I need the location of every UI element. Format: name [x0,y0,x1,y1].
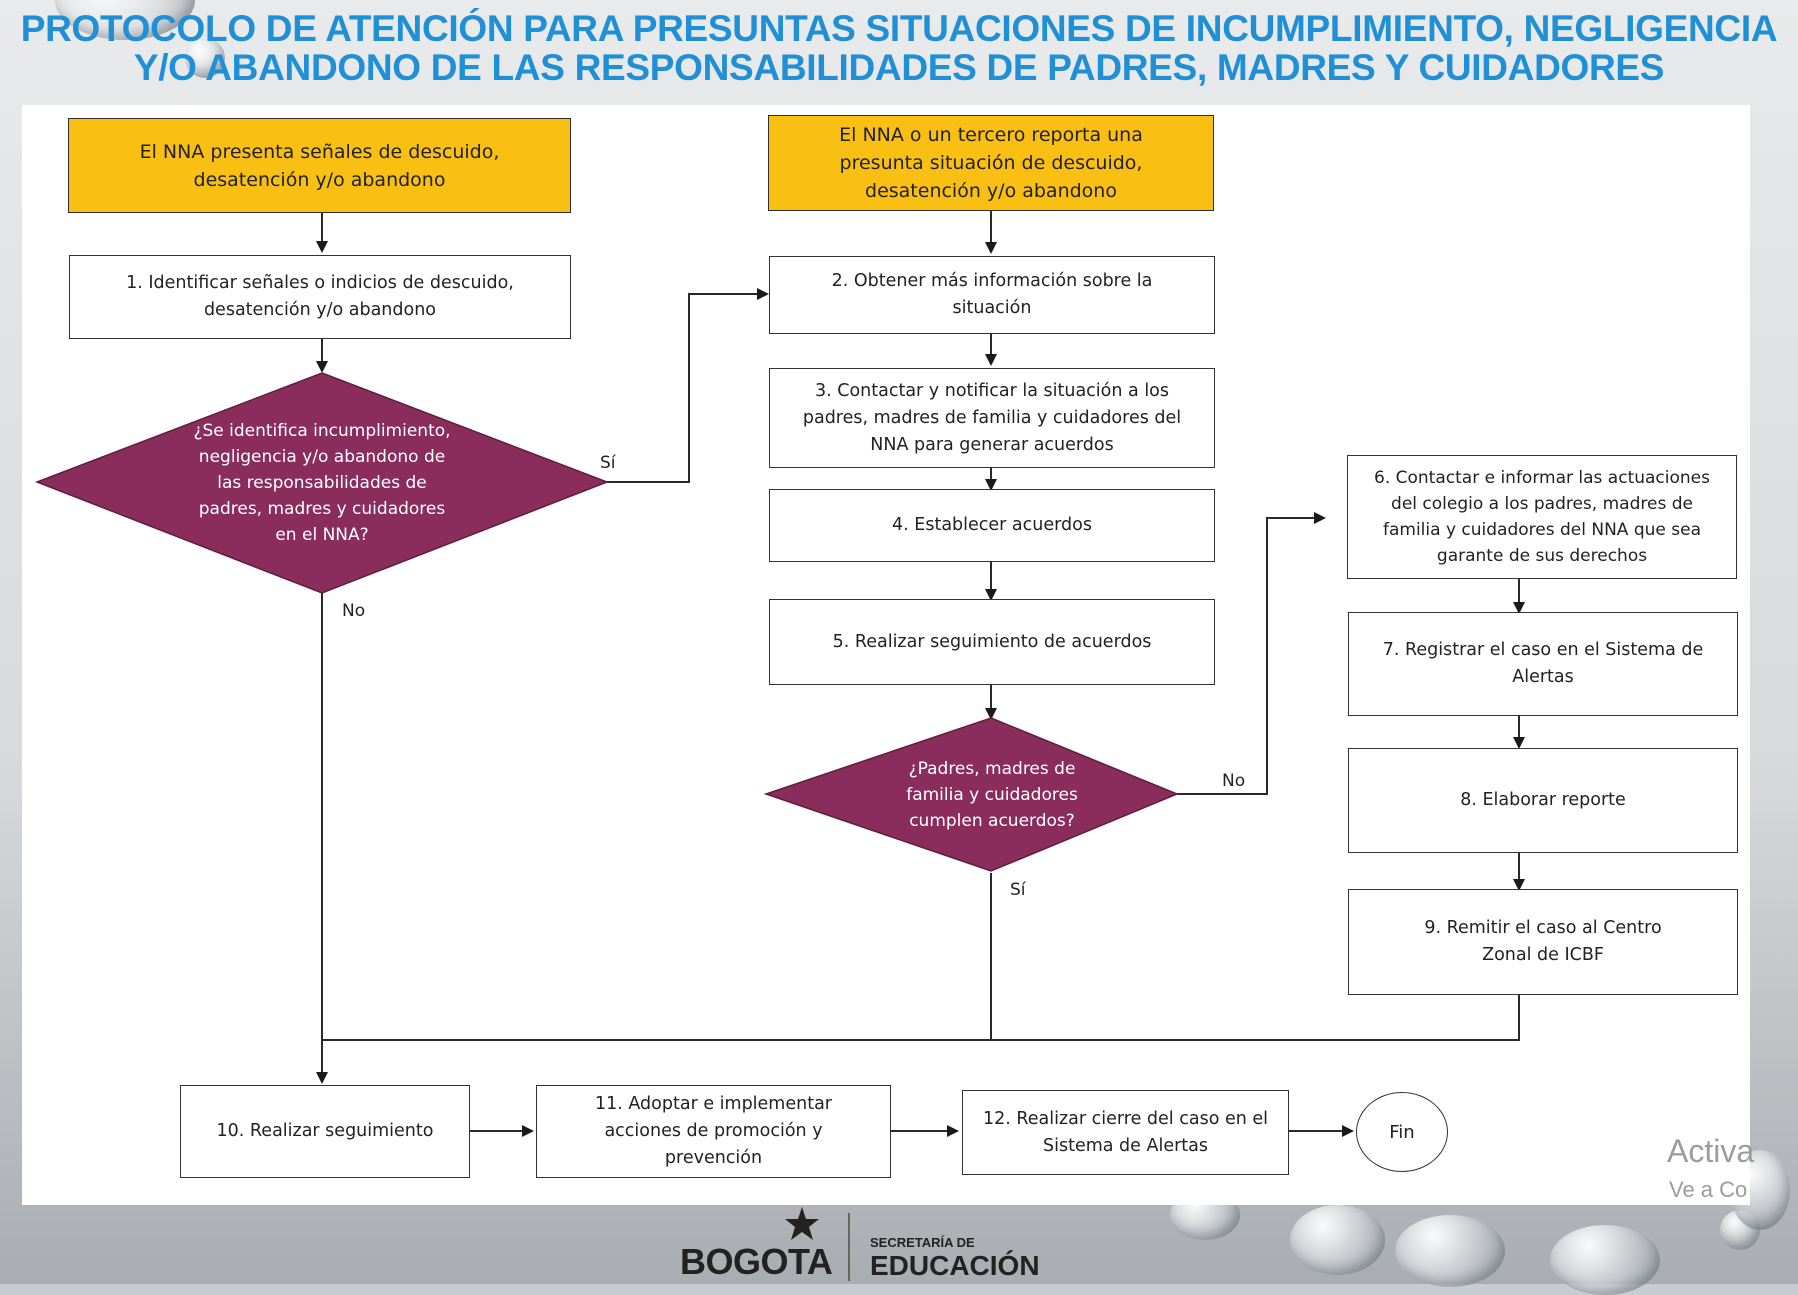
step-1-box: 1. Identificar señales o indicios de des… [69,255,571,339]
bogota-wordmark: BOGOTA [680,1241,833,1282]
step-3-box: 3. Contactar y notificar la situación a … [769,368,1215,468]
label-yes-2: Sí [1010,880,1026,900]
decorative-bubble [1550,1225,1660,1295]
step-10-box: 10. Realizar seguimiento [180,1085,470,1178]
label-no-2: No [1222,771,1246,791]
activation-watermark-line1: Activa [1667,1133,1755,1169]
decision-diamond-2 [763,717,1179,872]
educacion-label: EDUCACIÓN [870,1250,1040,1281]
slide-title-line2: Y/O ABANDONO DE LAS RESPONSABILIDADES DE… [133,47,1665,88]
step-5-box: 5. Realizar seguimiento de acuerdos [769,599,1215,685]
step-2-box: 2. Obtener más información sobre la situ… [769,256,1215,334]
step-11-box: 11. Adoptar e implementar acciones de pr… [536,1085,891,1178]
decorative-bubble [1395,1215,1505,1287]
logo-separator [848,1213,850,1281]
star-logo-icon [785,1207,819,1240]
decision-diamond-1 [34,372,610,594]
label-no-1: No [342,601,366,621]
decorative-bubble [1290,1205,1385,1275]
decision-2-text: ¿Padres, madres de familia y cuidadores … [906,759,1078,831]
start-box-left: El NNA presenta señales de descuido, des… [68,118,571,213]
step-8-box: 8. Elaborar reporte [1348,748,1738,853]
slide-title-line1: PROTOCOLO DE ATENCIÓN PARA PRESUNTAS SIT… [20,8,1778,49]
step-12-box: 12. Realizar cierre del caso en el Siste… [962,1090,1289,1175]
label-yes-1: Sí [600,453,616,473]
bogota-education-logo: BOGOTA SECRETARÍA DE EDUCACIÓN [680,1205,1040,1284]
step-9-box: 9. Remitir el caso al Centro Zonal de IC… [1348,889,1738,995]
end-circle: Fin [1356,1092,1448,1172]
step-7-box: 7. Registrar el caso en el Sistema de Al… [1348,612,1738,716]
connector [322,995,1520,1041]
start-box-right: El NNA o un tercero reporta una presunta… [768,115,1214,211]
activation-watermark-line2: Ve a Co [1669,1177,1748,1202]
step-6-box: 6. Contactar e informar las actuaciones … [1347,455,1737,579]
secretaria-label: SECRETARÍA DE [870,1235,975,1250]
flowchart-connectors [34,211,1525,1137]
connector [1177,512,1326,795]
connector [607,288,769,483]
flowchart-canvas: El NNA presenta señales de descuido, des… [22,105,1754,1205]
decision-1-text: ¿Se identifica incumplimiento, negligenc… [193,420,451,545]
decorative-bubble [185,38,225,78]
step-4-box: 4. Establecer acuerdos [769,489,1215,562]
